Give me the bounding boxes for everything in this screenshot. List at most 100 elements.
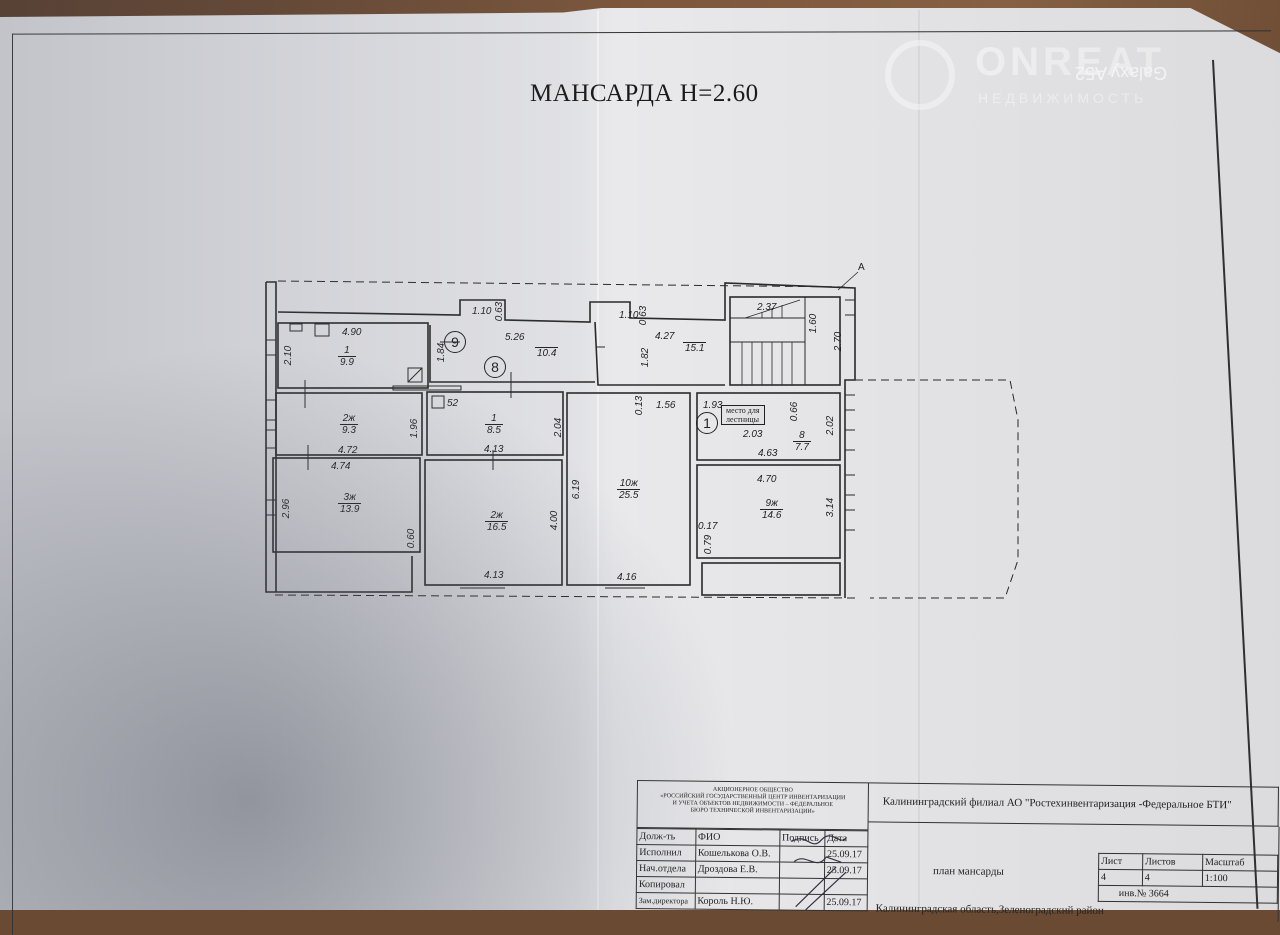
dimension: 4.72 [338, 445, 358, 456]
marker-8: 8 [484, 356, 506, 378]
dimension: 0.60 [406, 528, 418, 549]
dimension: 5.26 [505, 332, 525, 343]
dimension: 4.13 [484, 570, 504, 581]
dimension: 2.04 [553, 417, 565, 438]
watermark-brand: ONREAT [975, 40, 1165, 84]
dimension: 6.19 [571, 479, 583, 500]
room-number: 10ж [619, 478, 638, 489]
room-number: 2ж [342, 413, 356, 424]
watermark-logo-icon [885, 40, 955, 110]
paper-fold [918, 10, 920, 910]
dimension: 0.17 [698, 521, 718, 532]
paper-sheet [0, 8, 1280, 910]
handwritten-signature [791, 835, 847, 911]
room-number: 1 [344, 345, 350, 356]
organization-header: АКЦИОНЕРНОЕ ОБЩЕСТВО «РОССИЙСКИЙ ГОСУДАР… [636, 780, 869, 831]
org-line: БЮРО ТЕХНИЧЕСКОЙ ИНВЕНТАРИЗАЦИИ» [690, 807, 815, 815]
dimension: 1.10 [472, 306, 492, 317]
position: Нач.отдела [636, 860, 696, 878]
name: Дроздова Е.В. [695, 861, 780, 878]
room-label: 15.1 [683, 342, 707, 354]
inv-value: 3664 [1148, 888, 1169, 900]
dimension: 1.96 [409, 418, 421, 439]
room-area: 9.3 [340, 424, 358, 436]
sheets-label: Листов [1142, 853, 1203, 871]
dimension: 1.84 [436, 342, 448, 363]
dimension: 4.70 [757, 474, 777, 485]
dimension: 2.37 [757, 302, 777, 313]
position: Копировал [636, 876, 696, 894]
dimension: 2.02 [825, 415, 837, 436]
room-number: 8 [799, 430, 805, 441]
header-position: Долж-ть [636, 828, 696, 846]
sheet-value: 4 [1098, 869, 1143, 886]
inventory-number: инв.№ 3664 [1098, 885, 1278, 904]
branch-name: Калининградский филиал АО "Ростехинвента… [868, 782, 1279, 827]
dimension: 1.60 [808, 313, 820, 334]
room-area: 8.5 [485, 424, 503, 436]
dimension: 1.93 [703, 400, 723, 411]
dimension: 4.74 [331, 461, 351, 472]
sheets-value: 4 [1142, 869, 1203, 887]
room-number: 2ж [490, 510, 503, 521]
dimension: 4.00 [549, 510, 561, 531]
name [694, 877, 780, 894]
section-mark: A [858, 262, 865, 273]
dimension: 4.13 [484, 444, 504, 455]
room-number: 9ж [765, 498, 778, 509]
title-block: АКЦИОНЕРНОЕ ОБЩЕСТВО «РОССИЙСКИЙ ГОСУДАР… [636, 780, 1280, 922]
dimension: 0.79 [703, 534, 715, 555]
position: Исполнил [636, 844, 696, 862]
dimension: 0.63 [494, 301, 506, 322]
inv-label: инв.№ [1118, 888, 1147, 900]
dimension: 1.56 [656, 400, 676, 411]
dimension: 4.16 [617, 572, 637, 583]
marker-1: 1 [696, 412, 718, 434]
plan-name: план мансарды [932, 865, 1004, 878]
room-area: 14.6 [760, 509, 784, 521]
dimension: 4.63 [758, 448, 778, 459]
dimension: 2.70 [833, 331, 845, 352]
dimension: 0.63 [638, 305, 650, 326]
watermark-tagline: НЕДВИЖИМОСТЬ [978, 90, 1148, 106]
note-line: место для [726, 406, 760, 415]
room-label: 10.4 [535, 347, 559, 359]
room-area: 15.1 [683, 342, 707, 354]
room-area: 10.4 [535, 347, 559, 359]
dimension: 0.66 [789, 401, 801, 422]
position: Зам.директора [636, 892, 695, 910]
paper-fold [597, 10, 599, 910]
dimension: 52 [447, 398, 459, 409]
dimension: 4.90 [342, 327, 362, 338]
header-name: ФИО [695, 829, 780, 846]
dimension: 2.96 [281, 498, 293, 519]
name: Король Н.Ю. [694, 893, 779, 910]
room-area: 13.9 [338, 503, 362, 515]
room-number: 3ж [343, 492, 356, 503]
drawing-title: МАНСАРДА Н=2.60 [530, 80, 759, 107]
dimension: 4.27 [655, 331, 675, 342]
floor-plan-drawing [265, 271, 1019, 599]
room-area: 25.5 [617, 489, 641, 501]
note-line: лестницы [726, 415, 760, 424]
dimension: 2.03 [743, 429, 763, 440]
dimension: 2.10 [283, 345, 295, 366]
sheet-label: Лист [1098, 853, 1143, 870]
marker-9: 9 [444, 331, 466, 353]
dimension: 1.82 [640, 347, 652, 368]
dimension: 0.13 [634, 395, 646, 416]
dimension: 3.14 [825, 497, 837, 518]
room-area: 16.5 [485, 521, 509, 533]
room-number: 1 [491, 413, 497, 424]
room-area: 7.7 [793, 441, 811, 453]
